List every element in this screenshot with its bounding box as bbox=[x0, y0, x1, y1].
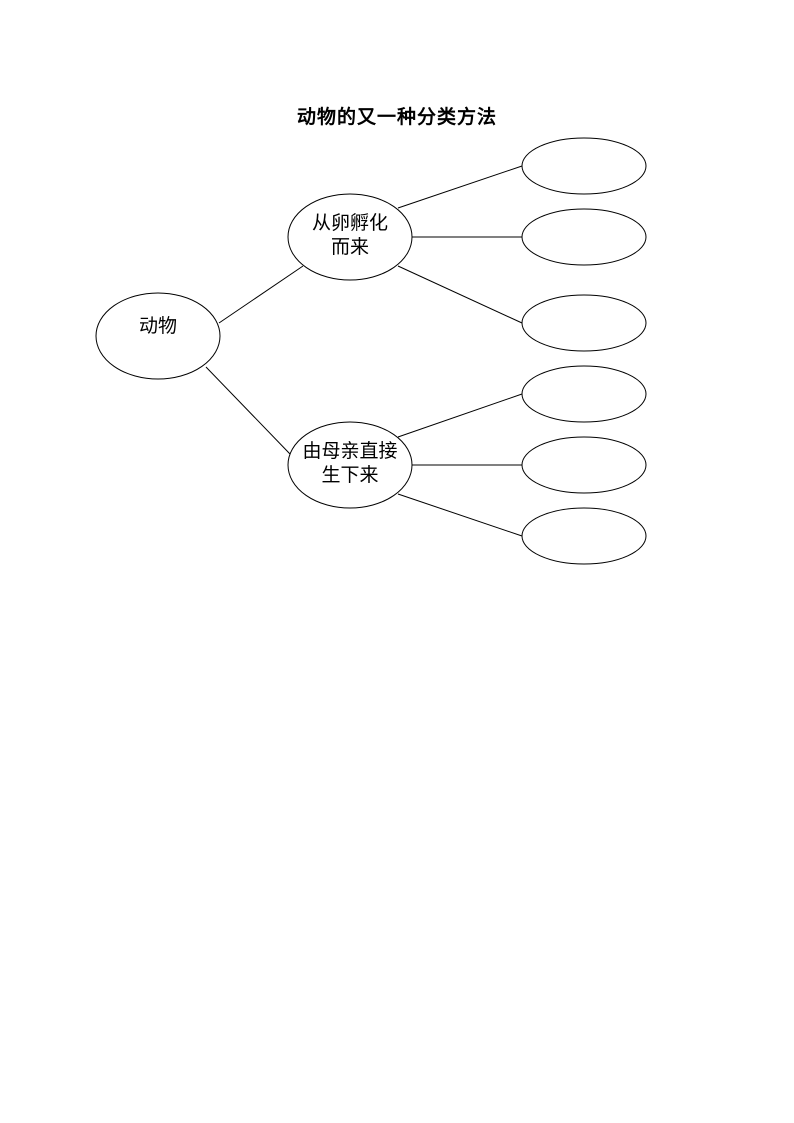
leaf-node-1-2 bbox=[521, 208, 647, 266]
edge-root-branch-1 bbox=[218, 265, 304, 324]
leaf-node-2-2 bbox=[521, 436, 647, 494]
page-title: 动物的又一种分类方法 bbox=[296, 106, 497, 128]
leaf-node-1-3 bbox=[521, 294, 647, 352]
leaf-node-2-1 bbox=[521, 365, 647, 423]
branch-node-1-label-line-2: 而来 bbox=[331, 236, 369, 258]
branch-node-2-label-line-1: 由母亲直接 bbox=[302, 440, 397, 462]
root-node bbox=[95, 292, 221, 380]
root-node-label: 动物 bbox=[139, 315, 177, 337]
branch-node-1 bbox=[287, 193, 413, 281]
leaf-node-1-1 bbox=[521, 137, 647, 195]
edge-branch-2-leaf-1 bbox=[397, 393, 523, 438]
branch-node-2-label-line-2: 生下来 bbox=[321, 464, 378, 486]
edge-branch-2-leaf-3 bbox=[397, 493, 523, 537]
edge-branch-1-leaf-1 bbox=[397, 165, 523, 209]
edge-root-branch-2 bbox=[205, 366, 291, 455]
branch-node-2 bbox=[287, 421, 413, 509]
leaf-node-2-3 bbox=[521, 507, 647, 565]
diagram-edges bbox=[205, 165, 523, 537]
edge-branch-1-leaf-3 bbox=[397, 265, 523, 324]
branch-node-1-label-line-1: 从卵孵化 bbox=[312, 212, 388, 234]
